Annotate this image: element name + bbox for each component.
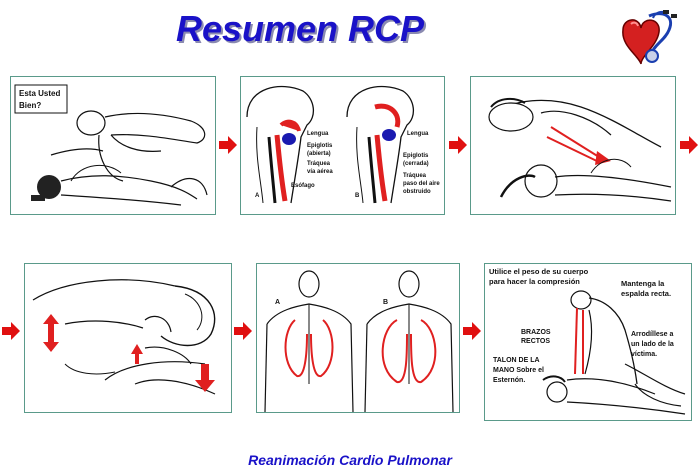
arrow-right-icon [449, 136, 467, 154]
arrow-right-icon [463, 322, 481, 340]
panel-open-airway [470, 76, 676, 215]
svg-text:B: B [383, 299, 388, 306]
panel-airway-anatomy: A Lengua Epiglotis (abierta) Tráquea vía… [240, 76, 445, 215]
arrow-right-icon [219, 136, 237, 154]
arrow-right-icon [680, 136, 698, 154]
airway-a-labels: Lengua Epiglotis (abierta) Tráquea vía a… [291, 131, 334, 189]
arrow-right-icon [2, 322, 20, 340]
speech-bubble-text: Esta Usted Bien? [19, 89, 63, 110]
panel-rescue-breath [24, 263, 232, 413]
weight-instruction: Utilice el peso de su cuerpo para hacer … [489, 267, 590, 286]
kneel-instruction: Arrodíllese a un lado de la víctima. [631, 331, 676, 358]
heart-stethoscope-icon [622, 10, 677, 65]
arrow-right-icon [234, 322, 252, 340]
svg-text:B: B [355, 193, 360, 199]
page-title: Resumen RCP [175, 8, 425, 49]
panel-chest-rise: A B [256, 263, 460, 413]
panel-check-responsiveness: Esta Usted Bien? [10, 76, 216, 215]
svg-text:A: A [275, 299, 280, 306]
panel-chest-compressions: Utilice el peso de su cuerpo para hacer … [484, 263, 692, 421]
airway-b-labels: Lengua Epiglotis (cerrada) Tráquea paso … [403, 131, 441, 195]
svg-text:A: A [255, 193, 260, 199]
heel-instruction: TALON DE LA MANO Sobre el Esternón. [493, 357, 546, 384]
back-instruction: Mantenga la espalda recta. [621, 279, 671, 298]
arms-instruction: BRAZOS RECTOS [521, 329, 553, 345]
footer-caption: Reanimación Cardio Pulmonar [248, 452, 452, 468]
